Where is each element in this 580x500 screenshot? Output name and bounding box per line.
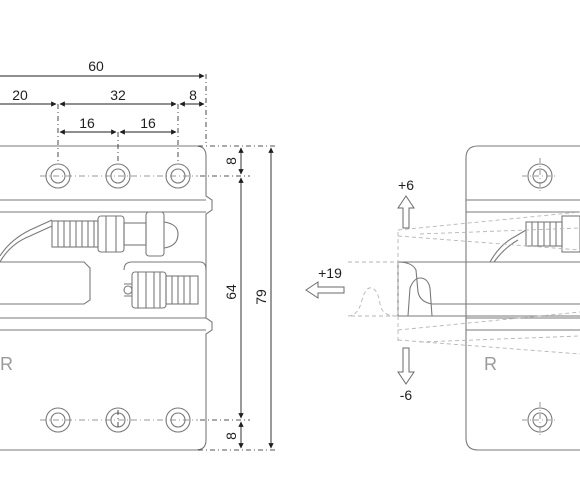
dim-label-20: 20 bbox=[12, 87, 28, 103]
dim-label-8-upper: 8 bbox=[223, 157, 239, 165]
adjust-label-down: -6 bbox=[400, 387, 413, 403]
adjustment-arrows bbox=[305, 195, 415, 385]
right-hinge-view bbox=[397, 145, 580, 451]
right-letter-mark: R bbox=[484, 354, 497, 374]
dim-label-16-left: 16 bbox=[79, 115, 95, 131]
dimension-lines bbox=[0, 73, 278, 451]
adjustment-range-ghost bbox=[347, 211, 580, 355]
dim-label-32: 32 bbox=[110, 87, 126, 103]
arrow-left-icon bbox=[305, 281, 345, 299]
adjust-label-side: +19 bbox=[318, 265, 342, 281]
dim-label-16-right: 16 bbox=[140, 115, 156, 131]
dim-label-64: 64 bbox=[223, 284, 239, 300]
left-letter-mark: R bbox=[0, 354, 13, 374]
adjustment-screw-lower bbox=[123, 261, 207, 309]
right-adjustment-screw bbox=[489, 215, 580, 263]
hinge-plate-outline bbox=[0, 145, 213, 451]
plate-slot-mid bbox=[0, 261, 91, 305]
dim-label-60: 60 bbox=[88, 58, 104, 74]
dim-label-79: 79 bbox=[253, 289, 269, 305]
arrow-up-icon bbox=[397, 195, 415, 229]
right-plate-outline bbox=[465, 145, 580, 451]
moving-leaf-solid bbox=[397, 261, 580, 317]
arrow-down-icon bbox=[397, 347, 415, 385]
left-hinge-view bbox=[0, 145, 213, 451]
adjustment-screw-upper bbox=[0, 211, 179, 263]
adjust-label-up: +6 bbox=[398, 177, 414, 193]
dim-label-8-lower: 8 bbox=[223, 432, 239, 440]
dim-label-8-top: 8 bbox=[189, 87, 197, 103]
leaf-notch bbox=[407, 277, 433, 317]
